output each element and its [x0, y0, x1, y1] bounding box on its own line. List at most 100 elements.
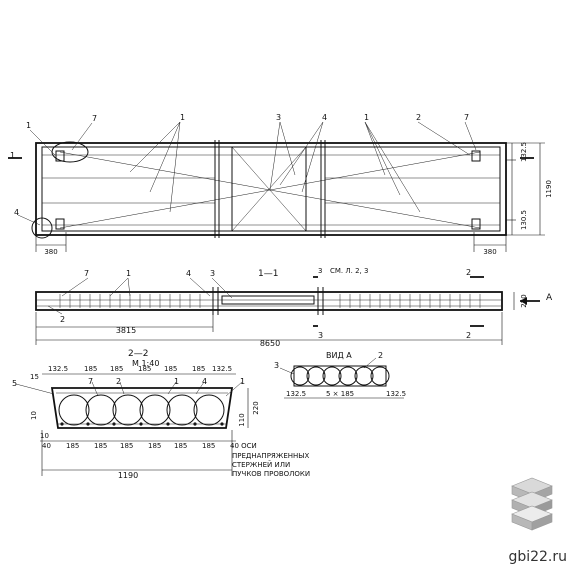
- plan-mesh-diagonal: [231, 146, 307, 232]
- hollow-core: [85, 394, 117, 426]
- dim-220: 220: [252, 401, 260, 414]
- leader-line: [364, 121, 386, 176]
- view-a-core: [290, 366, 310, 386]
- dim-185: 185: [110, 365, 123, 373]
- hollow-core: [166, 394, 198, 426]
- plan-callout-ellipse: [51, 141, 89, 163]
- plan-callout-ellipse: [31, 217, 53, 239]
- plan-outline: [35, 142, 507, 236]
- label-1: 1: [174, 377, 179, 386]
- view-a-core: [306, 366, 326, 386]
- dim-132-5: 132.5: [48, 365, 68, 373]
- leader-line: [211, 277, 233, 299]
- view-a-title: ВИД А: [326, 351, 352, 360]
- cross-section-outline: [50, 387, 234, 429]
- dim-380: 380: [44, 248, 57, 256]
- dim-1190: 1190: [118, 471, 138, 480]
- view-a: ВИД А 3 2 132.5 5 × 185 132.5: [274, 351, 406, 399]
- label-5: 5: [12, 379, 17, 388]
- dim-132-5: 132.5: [386, 390, 406, 398]
- label-2: 2: [416, 113, 421, 122]
- section-label-1: 1: [10, 151, 15, 160]
- label-2: 2: [378, 351, 383, 360]
- dim-185: 185: [164, 365, 177, 373]
- label-7: 7: [88, 377, 93, 386]
- leader-line: [47, 305, 63, 315]
- label-1: 1: [26, 121, 31, 130]
- leader-line: [109, 277, 129, 297]
- dim-185: 185: [66, 442, 79, 450]
- label-1: 1: [180, 113, 185, 122]
- dim-185: 185: [138, 365, 151, 373]
- plan-embedded-part: [471, 218, 481, 230]
- dim-1190: 1190: [545, 180, 553, 198]
- section-center-part: [221, 295, 315, 305]
- label-1: 1: [364, 113, 369, 122]
- dim-8650: 8650: [260, 339, 280, 348]
- dim-130-5: 130.5: [520, 210, 528, 230]
- label-4: 4: [14, 208, 19, 217]
- view-arrow-head: [520, 297, 527, 305]
- leader-line: [279, 121, 296, 176]
- dim-185: 185: [84, 365, 97, 373]
- hollow-core: [112, 394, 144, 426]
- dim-132-5: 132.5: [520, 142, 528, 162]
- view-a-core: [370, 366, 390, 386]
- hollow-core: [58, 394, 90, 426]
- dim-185: 185: [174, 442, 187, 450]
- label-7: 7: [464, 113, 469, 122]
- label-2: 2: [60, 315, 65, 324]
- dim-185: 185: [148, 442, 161, 450]
- view-a-core: [322, 366, 342, 386]
- leader-line: [119, 381, 125, 395]
- leader-line: [129, 121, 181, 173]
- label-7: 7: [84, 269, 89, 278]
- plan-embedded-part: [471, 150, 481, 162]
- dim-40: 40: [42, 442, 51, 450]
- leader-line: [225, 381, 243, 397]
- leader-line: [169, 121, 181, 213]
- leader-line: [15, 383, 55, 395]
- leader-line: [195, 381, 205, 395]
- leader-line: [61, 277, 89, 297]
- plan-center-mesh: [231, 146, 307, 232]
- dim-110: 110: [238, 413, 246, 426]
- label-4: 4: [186, 269, 191, 278]
- label-3: 3: [276, 113, 281, 122]
- leader-line: [91, 381, 99, 397]
- leader-line: [71, 122, 93, 151]
- plan-view: 1 7 1 4 1 3 4 1 2 7 132.5 130.5 1190 380…: [8, 113, 553, 256]
- leader-line: [417, 121, 471, 156]
- axes-note: ПРЕДНАПРЯЖЕННЫХ: [232, 452, 309, 460]
- leader-line: [269, 121, 281, 191]
- dim-5x185: 5 × 185: [326, 390, 354, 398]
- section-label-3: 3: [318, 331, 323, 340]
- watermark-logo-icon: [511, 477, 553, 531]
- label-3: 3: [210, 269, 215, 278]
- label-3: 3: [274, 361, 279, 370]
- dim-185: 185: [120, 442, 133, 450]
- see-sheet-note: СМ. Л. 2, 3: [330, 267, 368, 275]
- label-7: 7: [92, 114, 97, 123]
- plan-inner-contour: [41, 146, 501, 232]
- view-a-core: [354, 366, 374, 386]
- label-4: 4: [202, 377, 207, 386]
- watermark-text: gbi22.ru: [508, 549, 567, 565]
- plan-embedded-part: [55, 150, 65, 162]
- dim-220: 220: [520, 294, 528, 307]
- label-4: 4: [322, 113, 327, 122]
- label-1: 1: [240, 377, 245, 386]
- dim-185: 185: [192, 365, 205, 373]
- watermark: gbi22.ru: [497, 546, 567, 565]
- leader-line: [29, 129, 56, 156]
- dim-185: 185: [94, 442, 107, 450]
- plan-embedded-part: [55, 218, 65, 230]
- label-1: 1: [126, 269, 131, 278]
- leader-line: [167, 381, 177, 395]
- rebar-dots: [60, 422, 224, 426]
- leader-line: [149, 121, 181, 193]
- dim-10: 10: [40, 432, 49, 440]
- dim-15: 15: [30, 373, 39, 381]
- hollow-core: [193, 394, 225, 426]
